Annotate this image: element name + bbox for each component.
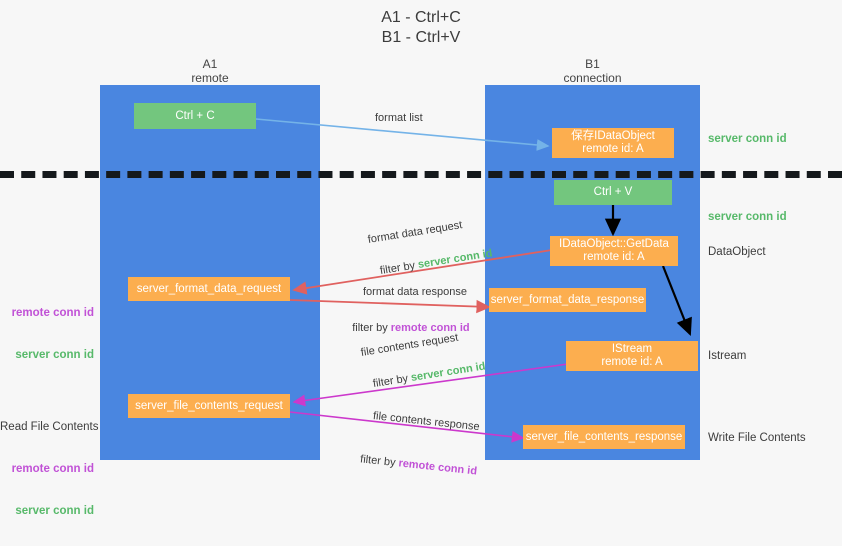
column-header-b1: B1 connection: [563, 57, 622, 85]
node-server-file-contents-response[interactable]: server_file_contents_response: [523, 425, 685, 449]
filter-value: server conn id: [417, 247, 494, 271]
node-server-file-contents-request[interactable]: server_file_contents_request: [128, 394, 290, 418]
page-title: A1 - Ctrl+C B1 - Ctrl+V: [381, 9, 461, 46]
filter-prefix: filter by: [359, 453, 400, 470]
column-header-a1: A1 remote: [191, 57, 229, 85]
annotation-format-list: format list: [375, 112, 423, 124]
filter-prefix: filter by: [352, 322, 391, 334]
label-format-remote-conn-id: remote conn id: [11, 307, 94, 319]
label-dataobject: DataObject: [708, 246, 766, 258]
label-read-file-contents: Read File Contents: [0, 421, 99, 433]
label-istream: Istream: [708, 350, 747, 362]
label-server-conn-id-mid: server conn id: [708, 211, 787, 223]
filter-value: remote conn id: [397, 457, 478, 478]
node-idataobject-save[interactable]: 保存IDataObject remote id: A: [552, 128, 674, 158]
annotation-format-data-response-filter: filter by remote conn id: [340, 306, 470, 351]
filter-prefix: filter by: [372, 372, 412, 391]
label-server-conn-id-top: server conn id: [708, 133, 787, 145]
annotation-file-contents-response: file contents response: [372, 410, 481, 434]
label-file-remote-conn-id: remote conn id: [11, 463, 94, 475]
annotation-file-contents-response-filter: filter by remote conn id: [346, 436, 480, 494]
node-ctrl-v[interactable]: Ctrl + V: [554, 180, 672, 205]
label-write-file-contents: Write File Contents: [708, 432, 806, 444]
diagram-canvas: A1 - Ctrl+C B1 - Ctrl+V A1 remote B1 con…: [0, 9, 842, 517]
node-server-format-data-request[interactable]: server_format_data_request: [128, 277, 290, 301]
label-format-server-conn-id: server conn id: [15, 349, 94, 361]
filter-value: server conn id: [410, 360, 487, 384]
filter-prefix: filter by: [379, 259, 419, 278]
phase-divider: [0, 171, 842, 178]
node-ctrl-c[interactable]: Ctrl + C: [134, 103, 256, 129]
node-istream[interactable]: IStream remote id: A: [566, 341, 698, 371]
label-file-server-conn-id: server conn id: [15, 505, 94, 517]
filter-value: remote conn id: [390, 322, 470, 334]
annotation-format-data-response: format data response: [363, 286, 467, 298]
node-idataobject-getdata[interactable]: IDataObject::GetData remote id: A: [550, 236, 678, 266]
node-server-format-data-response[interactable]: server_format_data_response: [489, 288, 646, 312]
